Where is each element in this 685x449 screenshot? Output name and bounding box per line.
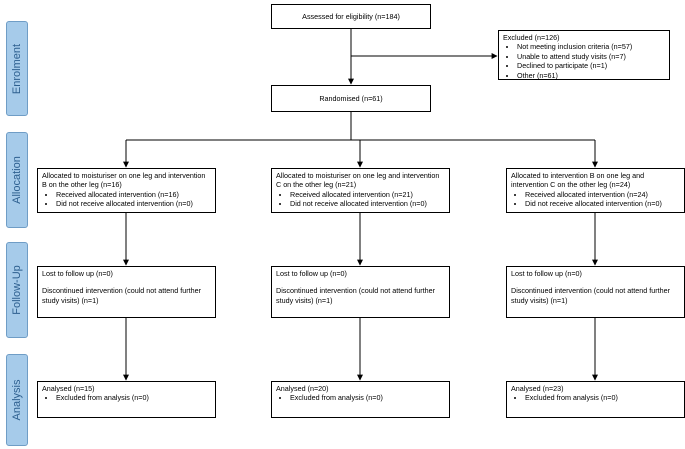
analysis-item: Excluded from analysis (n=0) xyxy=(290,393,445,402)
followup-lost: Lost to follow up (n=0) xyxy=(511,269,582,278)
analysis-title: Analysed (n=20) xyxy=(276,384,329,393)
followup-discontinued: Discontinued intervention (could not att… xyxy=(42,286,202,305)
followup-discontinued: Discontinued intervention (could not att… xyxy=(511,286,671,305)
analysis-list: Excluded from analysis (n=0) xyxy=(276,393,445,402)
analysis-box-arm1: Analysed (n=15) Excluded from analysis (… xyxy=(37,381,216,418)
allocation-item: Did not receive allocated intervention (… xyxy=(525,199,680,208)
followup-lost: Lost to follow up (n=0) xyxy=(276,269,347,278)
analysis-box-arm2: Analysed (n=20) Excluded from analysis (… xyxy=(271,381,450,418)
stage-label-enrolment-text: Enrolment xyxy=(11,43,23,94)
allocation-box-arm3: Allocated to intervention B on one leg a… xyxy=(506,168,685,213)
analysis-item: Excluded from analysis (n=0) xyxy=(525,393,680,402)
allocation-item: Received allocated intervention (n=16) xyxy=(56,190,211,199)
allocation-title: Allocated to moisturiser on one leg and … xyxy=(276,171,440,190)
followup-discontinued: Discontinued intervention (could not att… xyxy=(276,286,436,305)
allocation-item: Received allocated intervention (n=21) xyxy=(290,190,445,199)
stage-label-allocation-text: Allocation xyxy=(11,156,23,204)
analysis-title: Analysed (n=23) xyxy=(511,384,564,393)
allocation-list: Received allocated intervention (n=21) D… xyxy=(276,190,445,209)
analysis-item: Excluded from analysis (n=0) xyxy=(56,393,211,402)
allocation-box-arm2: Allocated to moisturiser on one leg and … xyxy=(271,168,450,213)
analysis-box-arm3: Analysed (n=23) Excluded from analysis (… xyxy=(506,381,685,418)
allocation-item: Did not receive allocated intervention (… xyxy=(56,199,211,208)
excluded-list: Not meeting inclusion criteria (n=57) Un… xyxy=(503,42,665,80)
assessed-box: Assessed for eligibility (n=184) xyxy=(271,4,431,29)
followup-lost: Lost to follow up (n=0) xyxy=(42,269,113,278)
excluded-item: Unable to attend study visits (n=7) xyxy=(517,52,665,61)
allocation-item: Received allocated intervention (n=24) xyxy=(525,190,680,199)
allocation-item: Did not receive allocated intervention (… xyxy=(290,199,445,208)
assessed-text: Assessed for eligibility (n=184) xyxy=(302,11,400,21)
analysis-title: Analysed (n=15) xyxy=(42,384,95,393)
excluded-item: Other (n=61) xyxy=(517,71,665,80)
randomised-box: Randomised (n=61) xyxy=(271,85,431,112)
stage-label-follow-up: Follow-Up xyxy=(6,242,28,338)
excluded-item: Declined to participate (n=1) xyxy=(517,61,665,70)
excluded-title: Excluded (n=126) xyxy=(503,33,560,42)
followup-box-arm3: Lost to follow up (n=0) Discontinued int… xyxy=(506,266,685,318)
allocation-list: Received allocated intervention (n=24) D… xyxy=(511,190,680,209)
stage-label-analysis: Analysis xyxy=(6,354,28,446)
followup-box-arm1: Lost to follow up (n=0) Discontinued int… xyxy=(37,266,216,318)
stage-label-allocation: Allocation xyxy=(6,132,28,228)
stage-label-follow-up-text: Follow-Up xyxy=(11,265,23,315)
randomised-text: Randomised (n=61) xyxy=(319,93,383,103)
excluded-box: Excluded (n=126) Not meeting inclusion c… xyxy=(498,30,670,80)
excluded-item: Not meeting inclusion criteria (n=57) xyxy=(517,42,665,51)
analysis-list: Excluded from analysis (n=0) xyxy=(511,393,680,402)
analysis-list: Excluded from analysis (n=0) xyxy=(42,393,211,402)
stage-label-enrolment: Enrolment xyxy=(6,21,28,116)
stage-label-analysis-text: Analysis xyxy=(11,379,23,421)
allocation-title: Allocated to intervention B on one leg a… xyxy=(511,171,645,190)
allocation-box-arm1: Allocated to moisturiser on one leg and … xyxy=(37,168,216,213)
allocation-list: Received allocated intervention (n=16) D… xyxy=(42,190,211,209)
allocation-title: Allocated to moisturiser on one leg and … xyxy=(42,171,206,190)
followup-box-arm2: Lost to follow up (n=0) Discontinued int… xyxy=(271,266,450,318)
